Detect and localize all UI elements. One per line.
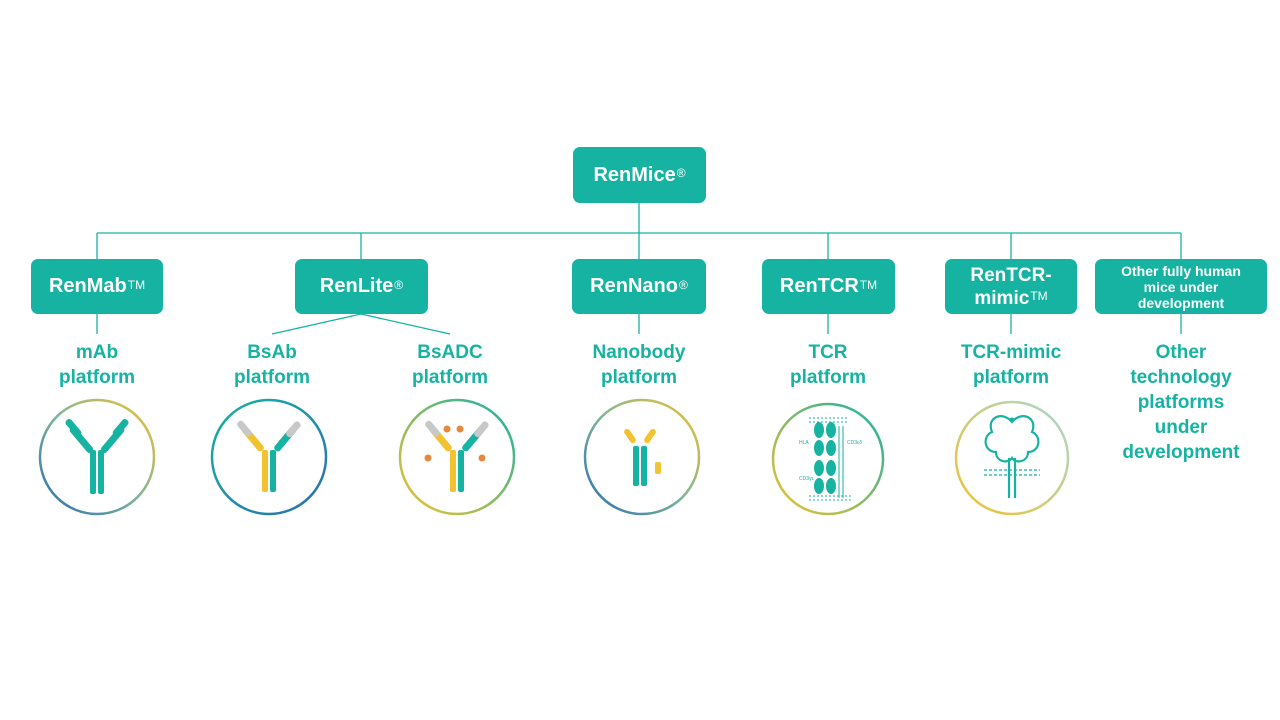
root-mark: ® (676, 166, 686, 180)
label-other-platforms: Other technology platforms under develop… (1122, 342, 1240, 463)
mab-antibody-icon (38, 398, 156, 516)
bsadc-antibody-icon (398, 398, 516, 516)
platform-mark: TM (127, 277, 146, 292)
label-bsadc-platform: BsADC platform (412, 342, 488, 388)
platform-mark: TM (859, 277, 878, 292)
label-tcr-platform: TCR platform (790, 342, 866, 388)
tcr-icon-hla-text: HLA (799, 440, 809, 446)
platform-mark: ® (394, 277, 404, 292)
tcr-mimic-icon (954, 400, 1070, 516)
platform-name: Other fully human mice under development (1121, 262, 1241, 311)
root-box-renmice: RenMice® (573, 147, 706, 203)
platform-name: RenLite (319, 275, 394, 297)
tcr-icon-cd3-text: CD3εδ (847, 440, 862, 446)
label-nanobody-platform: Nanobody platform (592, 342, 686, 388)
tcr-complex-icon: HLA CD3εδ CD3γε (771, 402, 885, 516)
platform-name: RenTCR-mimic (970, 264, 1052, 309)
nanobody-icon (583, 398, 701, 516)
platform-name: RenNano (590, 275, 678, 297)
label-tcr-mimic-platform: TCR-mimic platform (960, 342, 1062, 388)
platform-box-rennano: RenNano® (572, 259, 706, 314)
label-mab-platform: mAb platform (59, 342, 135, 388)
platform-box-other: Other fully human mice under development (1095, 259, 1267, 314)
tcr-icon-cd3b-text: CD3γε (799, 476, 815, 482)
platform-mark: ® (678, 277, 688, 292)
platform-mark: TM (1030, 288, 1048, 303)
platform-box-renlite: RenLite® (295, 259, 428, 314)
platform-box-rentcr-mimic: RenTCR-mimicTM (945, 259, 1077, 314)
platform-name: RenTCR (779, 275, 859, 297)
label-bsab-platform: BsAb platform (234, 342, 310, 388)
root-name: RenMice (593, 163, 676, 186)
platform-name: RenMab (48, 275, 127, 297)
bsab-antibody-icon (210, 398, 328, 516)
